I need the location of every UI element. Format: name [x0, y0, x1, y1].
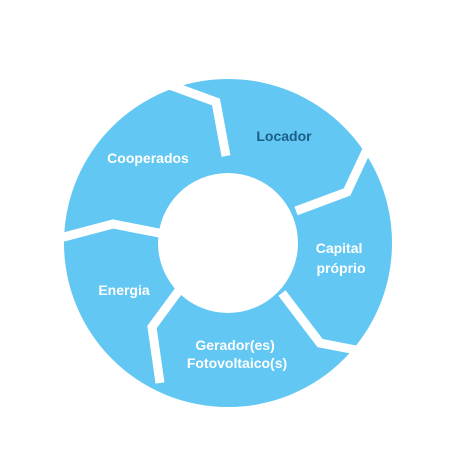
segment-label-cooperados-line-1: Cooperados	[107, 150, 189, 166]
segment-label-geradores-fotovoltaicos: Gerador(es) Fotovoltaico(s)	[187, 337, 287, 371]
separator-gerador-energia	[147, 286, 184, 384]
segment-label-energia-line-1: Energia	[98, 282, 150, 298]
segment-label-capital-proprio-line-1: Capital	[316, 240, 363, 256]
separator-energia-cooperados	[58, 219, 160, 243]
segment-label-capital-proprio-line-2: próprio	[317, 260, 366, 276]
segment-label-geradores-fotovoltaicos-line-2: Fotovoltaico(s)	[187, 355, 287, 371]
separator-cooperados-locador	[162, 78, 231, 157]
segment-label-capital-proprio: Capital próprio	[316, 240, 367, 276]
separator-capital-gerador	[278, 290, 357, 355]
segment-label-locador-line-1: Locador	[256, 128, 312, 144]
segment-label-energia: Energia	[98, 282, 150, 298]
segment-label-locador: Locador	[256, 128, 312, 144]
separator-locador-capital	[294, 143, 374, 216]
segment-label-geradores-fotovoltaicos-line-1: Gerador(es)	[195, 337, 274, 353]
segment-label-cooperados: Cooperados	[107, 150, 189, 166]
